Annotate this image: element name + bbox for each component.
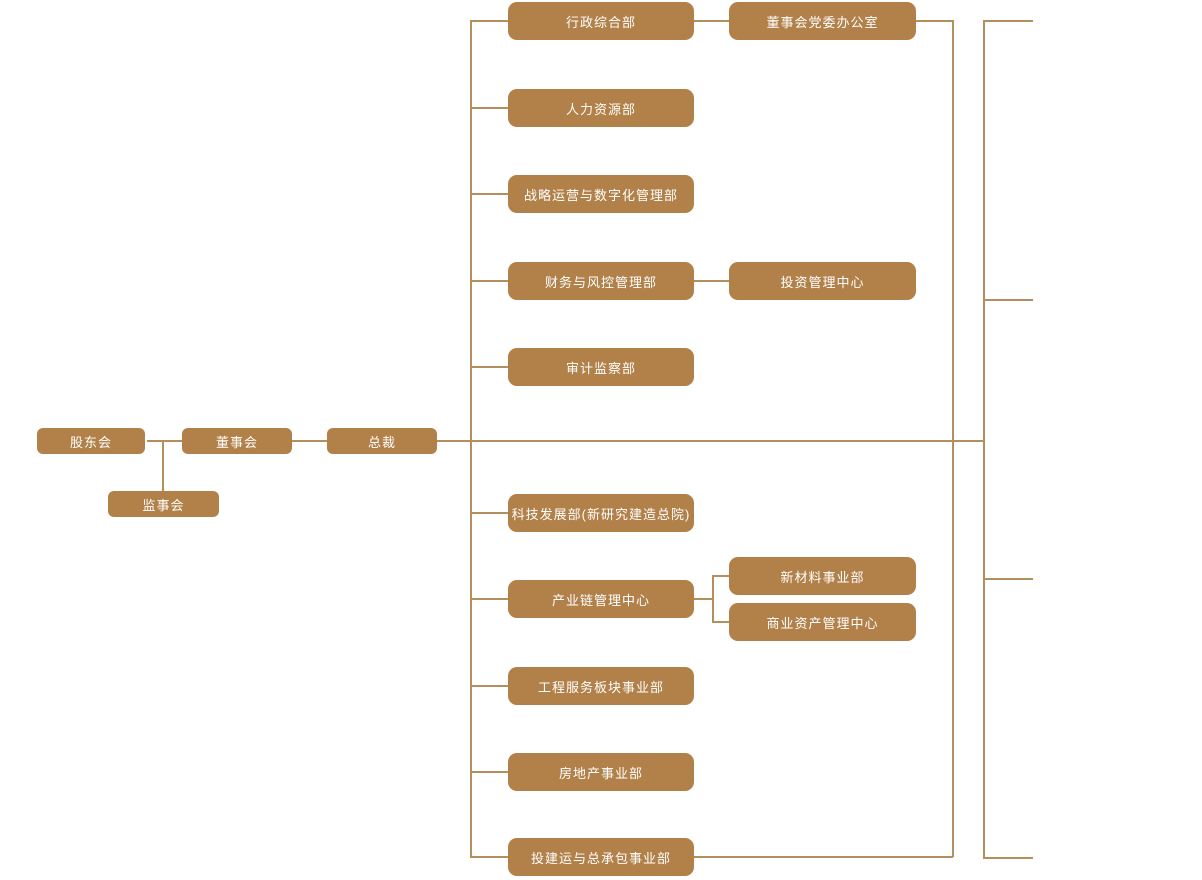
- connector-party-office-rail: [916, 20, 953, 22]
- connector-epc-rail: [694, 856, 953, 858]
- node-commercial-assets-center: 商业资产管理中心: [729, 603, 916, 641]
- connector-stub-epc: [470, 856, 508, 858]
- node-finance-risk-dept: 财务与风控管理部: [508, 262, 694, 300]
- node-industry-chain-center: 产业链管理中心: [508, 580, 694, 618]
- node-real-estate-dept: 房地产事业部: [508, 753, 694, 791]
- connector-stub-strategy: [470, 193, 508, 195]
- connector-stub-admin: [470, 20, 508, 22]
- node-audit-supervision-dept: 审计监察部: [508, 348, 694, 386]
- connector-rail-outer: [983, 20, 985, 858]
- node-engineering-services-dept: 工程服务板块事业部: [508, 667, 694, 705]
- connector-stub-finance: [470, 280, 508, 282]
- connector-stub-new-materials: [712, 575, 729, 577]
- connector-stub-hr: [470, 107, 508, 109]
- connector-spine-left: [470, 20, 472, 857]
- connector-rail-stub-1: [983, 20, 1033, 22]
- node-president: 总裁: [327, 428, 437, 454]
- node-hr-dept: 人力资源部: [508, 89, 694, 127]
- connector-stub-audit: [470, 366, 508, 368]
- node-board-party-office: 董事会党委办公室: [729, 2, 916, 40]
- node-tech-development-dept: 科技发展部(新研究建造总院): [508, 494, 694, 532]
- connector-admin-party-office: [694, 20, 729, 22]
- node-investment-center: 投资管理中心: [729, 262, 916, 300]
- node-new-materials-dept: 新材料事业部: [729, 557, 916, 595]
- connector-finance-investment: [694, 280, 729, 282]
- connector-board-president: [292, 440, 328, 442]
- node-strategy-digital-dept: 战略运营与数字化管理部: [508, 175, 694, 213]
- connector-stub-tech: [470, 512, 508, 514]
- node-epc-dept: 投建运与总承包事业部: [508, 838, 694, 876]
- connector-main-trunk: [437, 440, 984, 442]
- connector-elbow-vertical: [712, 575, 714, 622]
- node-board-of-directors: 董事会: [182, 428, 292, 454]
- node-shareholders-meeting: 股东会: [37, 428, 145, 454]
- node-supervisory-board: 监事会: [108, 491, 219, 517]
- connector-stub-commercial-assets: [712, 621, 729, 623]
- connector-rail-stub-4: [983, 857, 1033, 859]
- connector-drop-supervisory: [162, 441, 164, 491]
- connector-rail-inner: [952, 20, 954, 857]
- node-admin-general-dept: 行政综合部: [508, 2, 694, 40]
- connector-stub-engineering: [470, 685, 508, 687]
- connector-stub-realestate: [470, 771, 508, 773]
- connector-industry-chain-elbow: [694, 598, 713, 600]
- connector-stub-industry-chain: [470, 598, 508, 600]
- connector-rail-stub-3: [983, 578, 1033, 580]
- connector-rail-stub-2: [983, 299, 1033, 301]
- connector-shareholders-board: [147, 440, 182, 442]
